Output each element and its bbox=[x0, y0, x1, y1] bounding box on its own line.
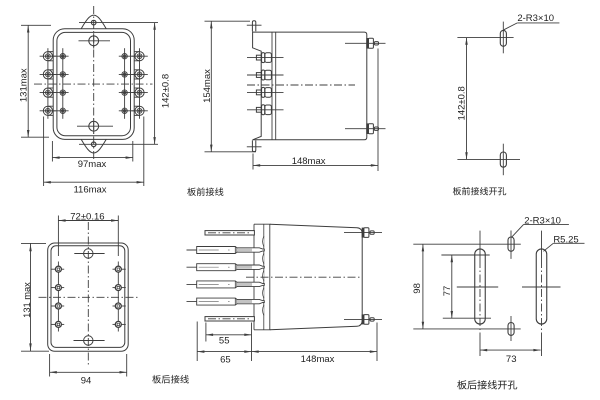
svg-text:72±0.16: 72±0.16 bbox=[70, 211, 104, 222]
svg-text:154max: 154max bbox=[202, 69, 213, 103]
svg-text:2-R3×10: 2-R3×10 bbox=[517, 13, 554, 24]
svg-text:131 max: 131 max bbox=[22, 282, 32, 318]
svg-text:R5.25: R5.25 bbox=[553, 234, 578, 245]
svg-text:73: 73 bbox=[506, 354, 517, 365]
svg-text:97max: 97max bbox=[78, 159, 107, 170]
svg-text:142±0.8: 142±0.8 bbox=[456, 86, 467, 120]
svg-text:98: 98 bbox=[412, 283, 423, 294]
svg-text:2-R3×10: 2-R3×10 bbox=[524, 215, 561, 226]
svg-text:77: 77 bbox=[442, 286, 453, 297]
svg-text:55: 55 bbox=[219, 335, 230, 346]
svg-text:65: 65 bbox=[220, 355, 231, 366]
svg-text:94: 94 bbox=[81, 375, 92, 386]
svg-text:148max: 148max bbox=[292, 156, 326, 167]
svg-text:142±0.8: 142±0.8 bbox=[161, 74, 172, 108]
svg-text:148max: 148max bbox=[301, 354, 335, 365]
svg-text:116max: 116max bbox=[73, 184, 106, 195]
svg-text:131max: 131max bbox=[19, 68, 30, 102]
